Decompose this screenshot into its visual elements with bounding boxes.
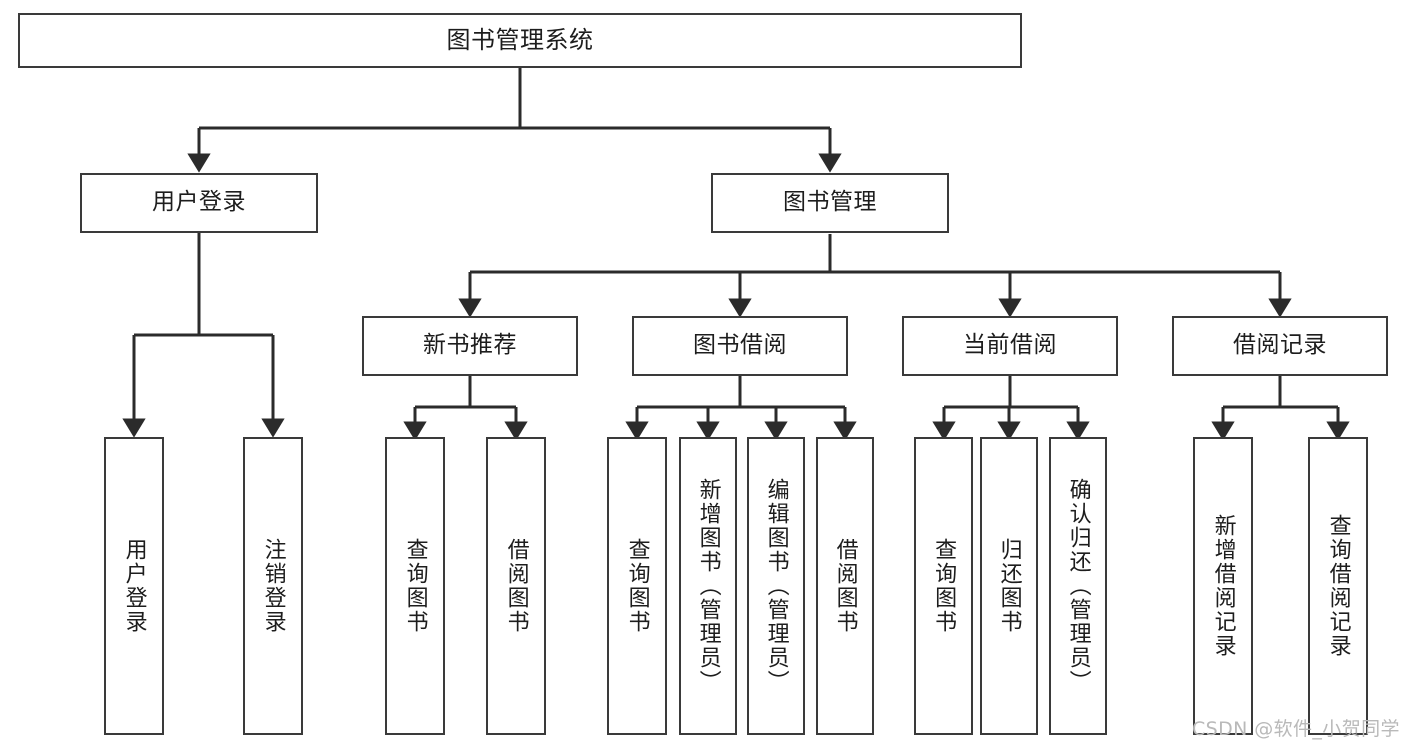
node-label: 借阅图书 — [503, 538, 529, 634]
node-new-book-recommend[interactable]: 新书推荐 — [362, 316, 578, 376]
node-label: 新增借阅记录 — [1210, 514, 1236, 658]
csdn-watermark: CSDN @软件_小贺同学 — [1192, 718, 1400, 740]
leaf-logout[interactable]: 注销登录 — [243, 437, 303, 735]
node-root-system[interactable]: 图书管理系统 — [18, 13, 1022, 68]
leaf-query-borrow-record[interactable]: 查询借阅记录 — [1308, 437, 1368, 735]
node-user-login[interactable]: 用户登录 — [80, 173, 318, 233]
leaf-return-book[interactable]: 归还图书 — [980, 437, 1038, 735]
node-label: 图书管理 — [783, 189, 877, 216]
node-current-borrow[interactable]: 当前借阅 — [902, 316, 1118, 376]
node-label: 借阅记录 — [1233, 332, 1327, 359]
node-label: 新增图书（管理员） — [695, 478, 721, 694]
node-book-management[interactable]: 图书管理 — [711, 173, 949, 233]
node-label: 归还图书 — [996, 538, 1022, 634]
leaf-query-book-borrow[interactable]: 查询图书 — [607, 437, 667, 735]
node-label: 借阅图书 — [832, 538, 858, 634]
node-book-borrow[interactable]: 图书借阅 — [632, 316, 848, 376]
node-label: 用户登录 — [121, 538, 147, 634]
leaf-borrow-book-borrow[interactable]: 借阅图书 — [816, 437, 874, 735]
node-label: 当前借阅 — [963, 332, 1057, 359]
node-label: 查询借阅记录 — [1325, 514, 1351, 658]
node-label: 图书借阅 — [693, 332, 787, 359]
node-label: 查询图书 — [402, 538, 428, 634]
leaf-user-login[interactable]: 用户登录 — [104, 437, 164, 735]
node-label: 查询图书 — [624, 538, 650, 634]
node-label: 图书管理系统 — [446, 26, 594, 55]
leaf-borrow-book-recommend[interactable]: 借阅图书 — [486, 437, 546, 735]
node-label: 编辑图书（管理员） — [763, 478, 789, 694]
node-label: 注销登录 — [260, 538, 286, 634]
node-label: 新书推荐 — [423, 332, 517, 359]
leaf-query-book-current[interactable]: 查询图书 — [914, 437, 973, 735]
leaf-edit-book-admin[interactable]: 编辑图书（管理员） — [747, 437, 805, 735]
leaf-confirm-return-admin[interactable]: 确认归还（管理员） — [1049, 437, 1107, 735]
node-label: 查询图书 — [931, 538, 957, 634]
node-label: 用户登录 — [152, 189, 246, 216]
leaf-add-borrow-record[interactable]: 新增借阅记录 — [1193, 437, 1253, 735]
node-borrow-record[interactable]: 借阅记录 — [1172, 316, 1388, 376]
leaf-query-book-recommend[interactable]: 查询图书 — [385, 437, 445, 735]
node-label: 确认归还（管理员） — [1065, 478, 1091, 694]
leaf-add-book-admin[interactable]: 新增图书（管理员） — [679, 437, 737, 735]
